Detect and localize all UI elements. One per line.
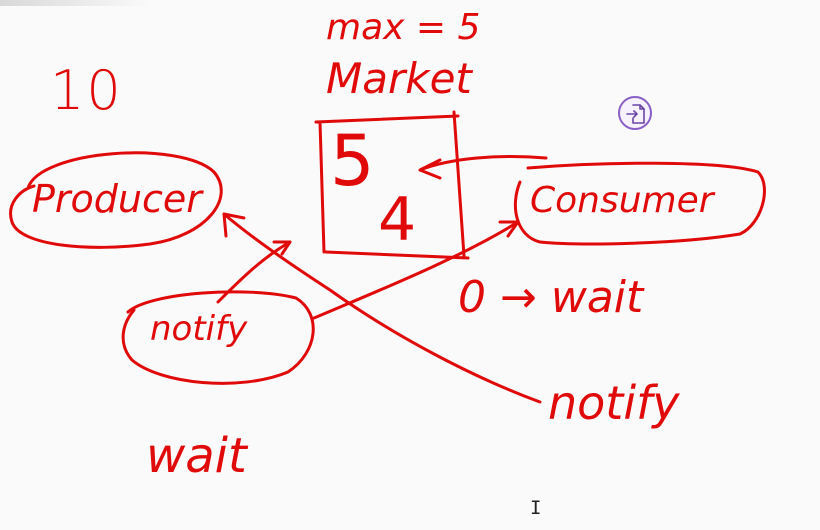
count-label: 10	[50, 59, 123, 122]
market-value-new: 4	[378, 185, 417, 255]
notify-left-label: notify	[150, 309, 248, 349]
save-to-file-button[interactable]	[618, 96, 652, 130]
notify-right-label: notify	[548, 376, 680, 430]
consumer-to-market-arrow	[418, 155, 548, 180]
market-box	[314, 110, 470, 260]
market-value-old: 5	[330, 120, 375, 202]
notify-to-producer-arrow	[216, 240, 292, 304]
top-edge-strip	[0, 0, 150, 6]
producer-label: Producer	[32, 177, 202, 221]
notify-to-consumer-arrow	[312, 220, 520, 320]
consumer-ellipse	[513, 161, 766, 246]
save-to-file-icon	[626, 104, 645, 124]
producer-ellipse	[9, 151, 223, 249]
capacity-label: max = 5	[326, 7, 481, 48]
market-label: Market	[326, 54, 472, 103]
wait-label: wait	[146, 428, 247, 484]
consumer-label: Consumer	[530, 180, 714, 221]
text-cursor-icon: I	[530, 497, 542, 519]
notify-left-ellipse	[121, 290, 315, 385]
consumer-condition-label: 0 → wait	[458, 272, 644, 323]
notify-right-to-producer-arrow	[222, 212, 542, 404]
